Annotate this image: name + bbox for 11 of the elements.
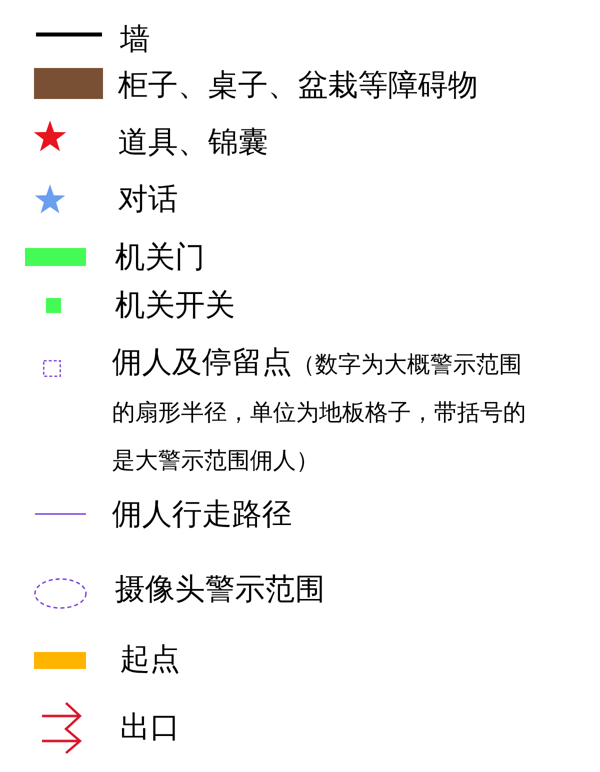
legend-label: 佣人及停留点（数字为大概警示范围的扇形半径，单位为地板格子，带括号的是大警示范围佣人）: [112, 344, 527, 476]
legend-label: 道具、锦囊: [118, 125, 268, 161]
legend-label: 出口: [120, 710, 180, 746]
legend-label: 机关开关: [115, 288, 235, 324]
legend-label: 对话: [118, 182, 178, 218]
legend-label: 摄像头警示范围: [115, 572, 325, 608]
legend-label: 墙: [120, 22, 150, 58]
legend-label: 起点: [120, 642, 180, 678]
legend-label: 柜子、桌子、盆栽等障碍物: [118, 68, 478, 104]
legend-label: 佣人行走路径: [112, 497, 292, 533]
legend-label: 机关门: [115, 240, 205, 276]
